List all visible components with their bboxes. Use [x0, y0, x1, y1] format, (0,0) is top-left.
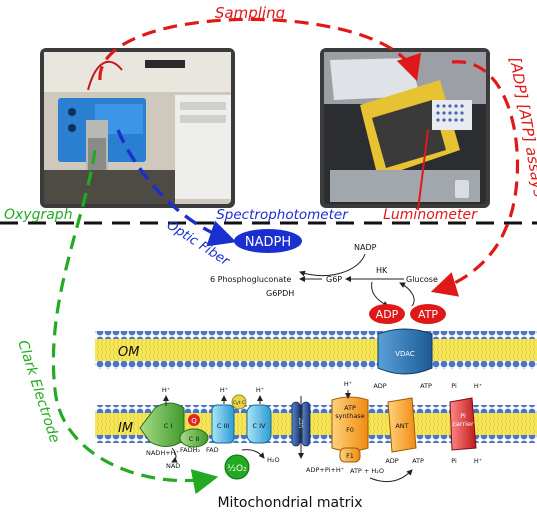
pi-top-label: Pi [451, 382, 457, 390]
complex-iv [246, 404, 272, 444]
pi-carrier [449, 397, 477, 451]
vdac-channel [377, 328, 433, 375]
nadph-ellipse [234, 229, 302, 253]
ciii-h-label: H⁺ [220, 386, 228, 394]
q-label: Q [191, 417, 197, 425]
fadh2-label: FADH₂ [180, 446, 200, 454]
glucose-label: Glucose [406, 275, 438, 284]
atp-synthase-l1: ATP [344, 404, 356, 412]
complex-i-label: C I [164, 422, 173, 430]
q-circle [188, 414, 200, 426]
hk-adp-arrow [371, 281, 389, 307]
ucp-label: UCP [299, 418, 305, 428]
ci-h-label: H⁺ [162, 386, 170, 394]
ant-bottom-adp: ADP [385, 457, 398, 465]
spectrophotometer-label: Spectrophotometer [216, 207, 349, 223]
lab-photo-right [320, 48, 490, 208]
six-pg-label: 6 Phosphogluconate [210, 275, 291, 284]
ant-top-adp: ADP [373, 382, 386, 390]
g6pdh-label: G6PDH [266, 289, 294, 298]
nadp-label: NADP [354, 243, 377, 252]
o2-label: ½O₂ [227, 464, 247, 474]
atp-oval [410, 304, 446, 324]
nadh-label: NADH+H⁺ [146, 449, 179, 457]
complex-ii-label: C II [189, 435, 200, 443]
luminometer-pointer [417, 129, 429, 211]
cyt-c-circle [231, 394, 247, 410]
f0-label: F0 [346, 426, 354, 434]
sampling-arrow [98, 17, 421, 82]
adp-pi-label: ADP+Pi+H⁺ [306, 466, 344, 474]
adp-oval [369, 304, 405, 324]
lab-photo-left [40, 48, 235, 208]
o2-circle [224, 454, 250, 480]
atps-h-label: H⁺ [344, 380, 352, 388]
ant-transporter [387, 397, 417, 453]
complex-iii [211, 404, 235, 444]
ant-label: ANT [395, 422, 408, 430]
clark-electrode-arrow [51, 149, 219, 495]
complex-ii [179, 428, 209, 448]
h2o-label: H₂O [267, 456, 280, 464]
luminometer-label: Luminometer [383, 207, 478, 223]
pi-top-h: H⁺ [474, 382, 482, 390]
f1-subunit [339, 447, 361, 463]
atp-synthase-l2: synthase [335, 412, 364, 420]
civ-h-label: H⁺ [256, 386, 264, 394]
ucp-right [301, 401, 311, 447]
cyt-c-label: Cyt C [233, 400, 245, 406]
optic-fiber-label: Optic Fiber [164, 218, 233, 270]
hk-atp-arrow [399, 282, 415, 307]
im-label: IM [118, 421, 133, 436]
om-label: OM [118, 345, 139, 360]
vdac-label: VDAC [395, 350, 415, 358]
outer-membrane [95, 331, 537, 369]
optic-fiber-arrow [116, 129, 237, 247]
ucp-left [291, 401, 301, 447]
pi-carrier-l1: Pi [460, 412, 466, 420]
nadp-curve [299, 253, 366, 277]
assays-arrow [430, 60, 520, 297]
matrix-label: Mitochondrial matrix [217, 495, 362, 511]
assays-label: [ADP] [ATP] assays [506, 56, 537, 199]
atp-oval-label: ATP [418, 308, 438, 321]
inner-membrane [95, 405, 537, 443]
nadph-label: NADPH [245, 235, 291, 250]
hk-label: HK [376, 266, 388, 275]
ant-top-atp: ATP [420, 382, 432, 390]
adp-oval-label: ADP [376, 308, 399, 321]
ant-bottom-atp: ATP [412, 457, 424, 465]
complex-iv-label: C IV [253, 422, 267, 430]
pi-carrier-l2: carrier [452, 420, 474, 428]
pi-bottom-h: H⁺ [474, 457, 482, 465]
fad-label: FAD [206, 446, 219, 454]
f1-label: F1 [346, 452, 354, 460]
atp-h2o-label: ATP + H₂O [350, 467, 384, 475]
atp-synthase [331, 396, 369, 452]
sampling-label: Sampling [215, 4, 285, 22]
oxygraph-label: Oxygraph [4, 207, 73, 223]
g6p-label: G6P [326, 275, 342, 284]
complex-iii-label: C III [217, 422, 229, 430]
nad-label: NAD [166, 462, 180, 470]
pi-bottom-label: Pi [451, 457, 457, 465]
